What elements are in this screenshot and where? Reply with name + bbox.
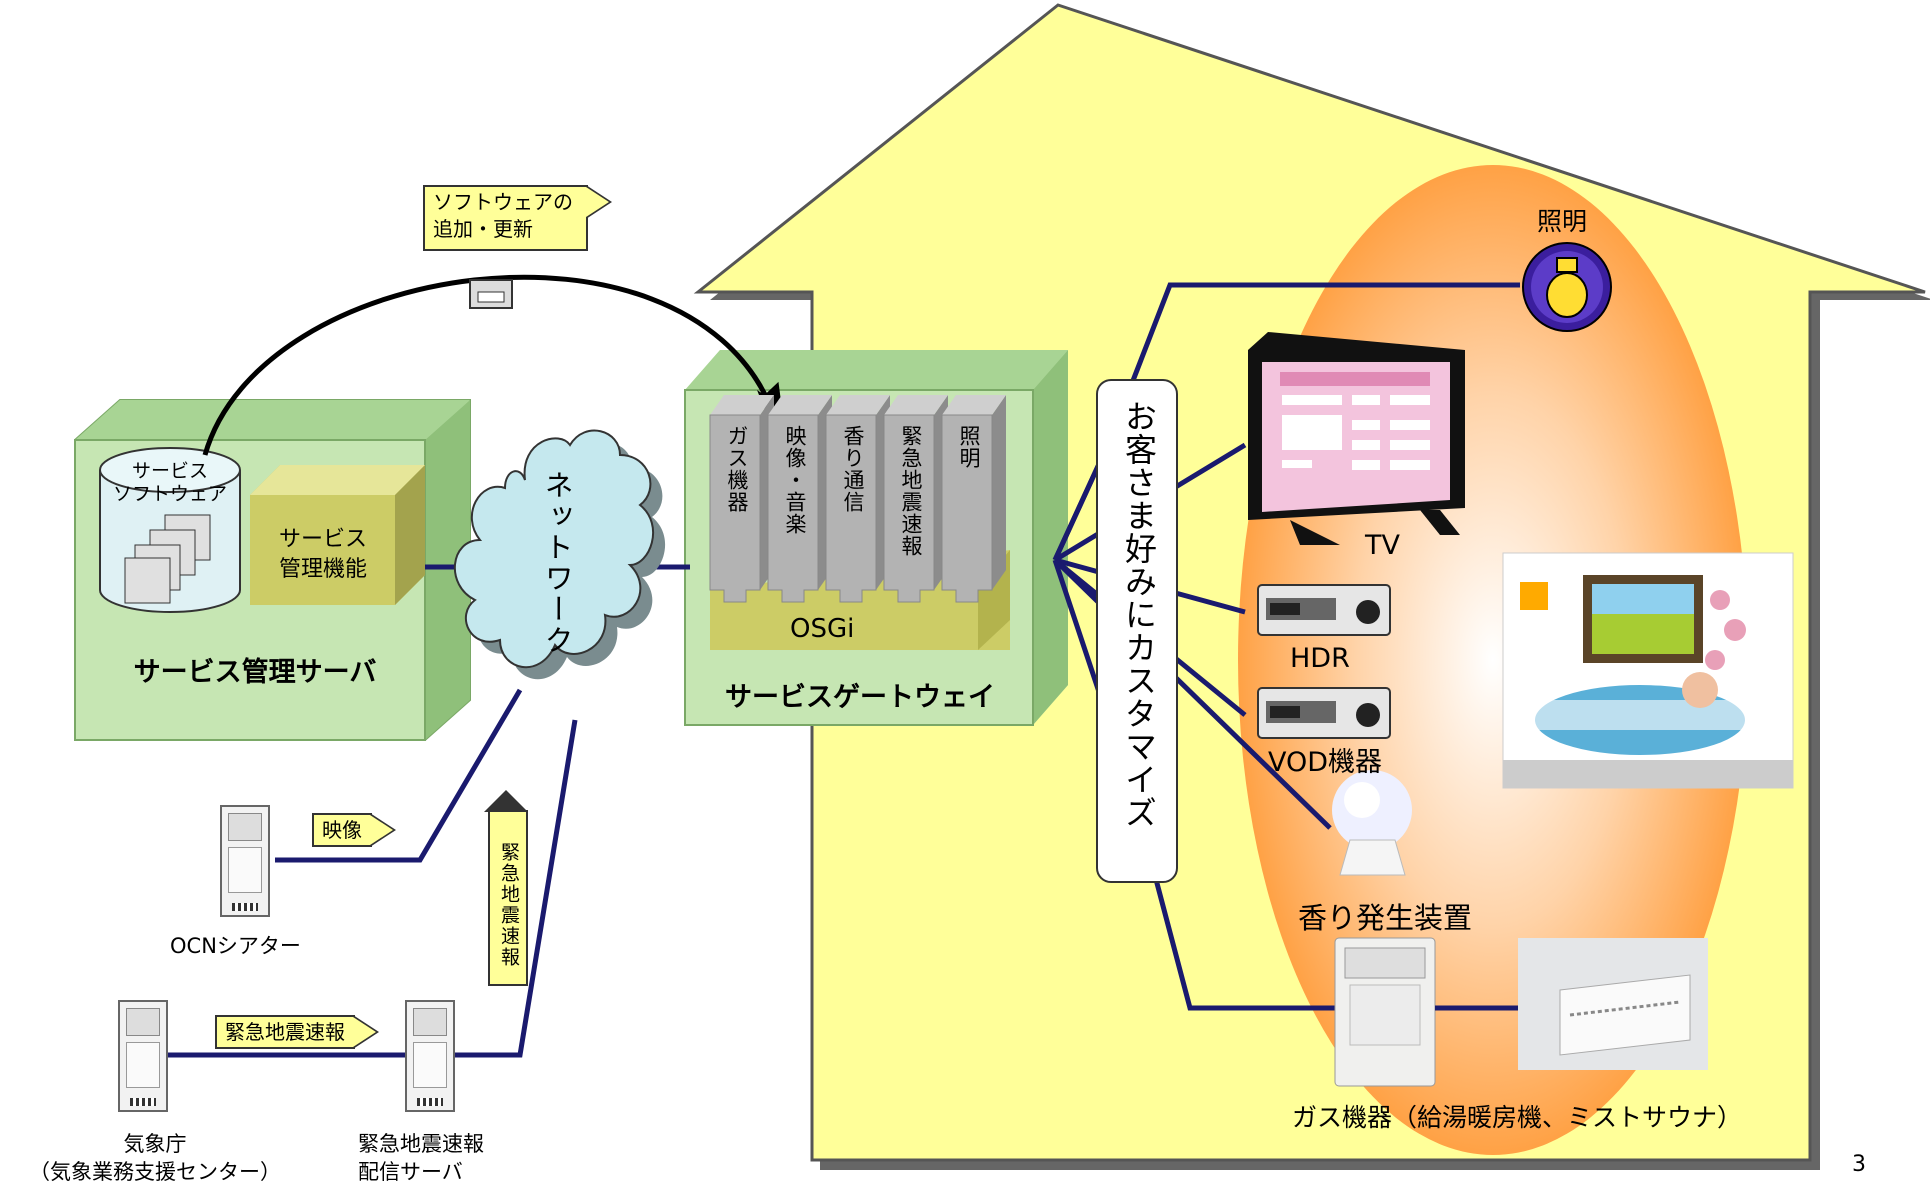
customize-label: お客さま好みにカスタマイズ: [1120, 400, 1158, 829]
management-function-label: サービス 管理機能: [278, 527, 367, 582]
database-cylinder: [99, 447, 241, 613]
bath-image: [1502, 552, 1794, 789]
aroma-label: 香り発生装置: [1298, 901, 1473, 935]
management-function-box: [250, 465, 425, 605]
network-cloud: [453, 429, 666, 680]
bundle-label: 香り通信: [841, 425, 865, 513]
jma-label: 気象庁 （気象業務支援センター）: [29, 1132, 281, 1184]
hdr-icon: [1257, 584, 1391, 636]
page-number: 3: [1852, 1152, 1866, 1177]
eq-flag-vertical: 緊急地震速報: [488, 810, 528, 986]
software-update-flag: ソフトウェアの 追加・更新: [423, 185, 612, 251]
tv-label: TV: [1365, 530, 1400, 561]
network-label: ネットワーク: [540, 470, 574, 656]
bundle-tile: [941, 395, 1006, 603]
video-flag: 映像: [312, 813, 396, 847]
light-bulb-icon: [1522, 242, 1612, 332]
db-label: サービス ソフトウェア: [112, 460, 227, 505]
gas-label: ガス機器（給湯暖房機、ミストサウナ）: [1292, 1103, 1743, 1132]
eq-flag-horizontal: 緊急地震速報: [215, 1015, 379, 1049]
hdr-label: HDR: [1290, 643, 1350, 674]
light-label: 照明: [1537, 207, 1588, 236]
mist-sauna-image: [1518, 938, 1708, 1070]
vod-icon: [1257, 687, 1391, 739]
bundle-label: 照明: [957, 425, 981, 469]
bundle-tiles: [709, 395, 1006, 603]
aroma-device-icon: [1332, 770, 1412, 876]
eq-server-label: 緊急地震速報 配信サーバ: [358, 1132, 484, 1184]
jma-server-icon: [118, 1000, 168, 1112]
ocn-server-icon: [220, 805, 270, 917]
vod-label: VOD機器: [1268, 747, 1383, 778]
gas-boiler-icon: [1334, 937, 1436, 1087]
tv-icon: [1248, 332, 1465, 545]
customize-box: [1096, 379, 1178, 883]
osgi-label: OSGi: [790, 614, 855, 644]
service-management-server-title: サービス管理サーバ: [133, 657, 377, 688]
ocn-theater-label: OCNシアター: [170, 934, 301, 958]
eq-flag-arrow: [484, 790, 528, 812]
bundle-label: ガス機器: [725, 425, 749, 513]
gateway-title: サービスゲートウェイ: [725, 682, 995, 713]
eq-server-icon: [405, 1000, 455, 1112]
bundle-label: 映像・音楽: [783, 425, 807, 535]
bundle-label: 緊急地震速報: [899, 425, 923, 557]
